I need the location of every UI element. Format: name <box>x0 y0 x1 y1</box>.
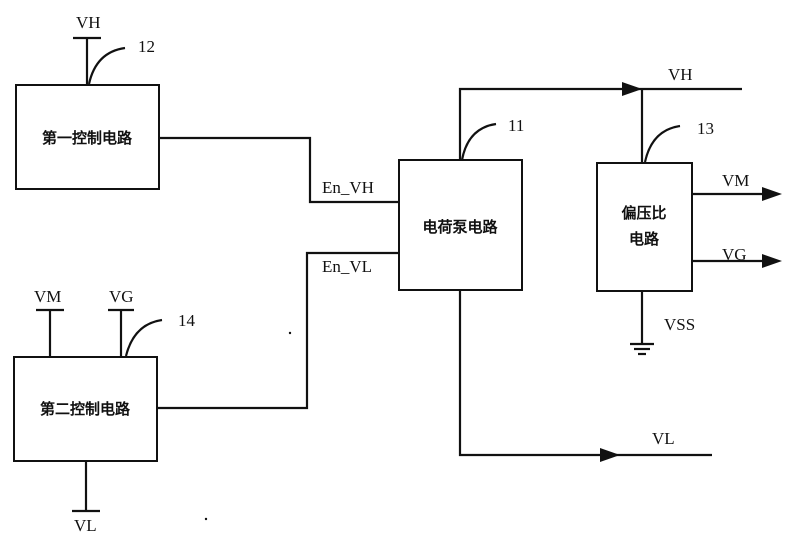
bias-ratio-circuit-block <box>596 162 693 292</box>
vl-output-wire <box>458 290 712 457</box>
vm-output-arrowhead <box>762 187 782 201</box>
speck-dot-1 <box>288 331 292 335</box>
vg-output-arrowhead <box>762 254 782 268</box>
speck-dot-2 <box>204 517 208 521</box>
ref-leader-13 <box>643 124 681 163</box>
vh-output-wire <box>458 87 742 160</box>
vh-output-arrowhead <box>622 82 642 96</box>
first-control-circuit-block <box>15 84 160 190</box>
bias-ratio-circuit-label-line1: 偏压比 <box>621 204 666 222</box>
en-vl-label: En_VL <box>322 257 372 276</box>
second-control-circuit-label: 第二控制电路 <box>40 400 131 418</box>
second-control-circuit-block <box>13 356 158 462</box>
ref-label-12: 12 <box>138 37 155 56</box>
ref-label-11: 11 <box>508 116 524 135</box>
vl-label-left: VL <box>74 516 97 535</box>
vl-output-arrowhead <box>600 448 620 462</box>
vm-label-left: VM <box>34 287 61 306</box>
vg-label-left: VG <box>109 287 134 306</box>
vg-label-right: VG <box>722 245 747 264</box>
ref-leader-14 <box>124 318 163 357</box>
ref-leader-11 <box>460 122 497 161</box>
ground-icon <box>630 342 654 356</box>
vh-label-left: VH <box>76 13 101 32</box>
vh-label-right: VH <box>668 65 693 84</box>
ref-label-13: 13 <box>697 119 714 138</box>
vss-label: VSS <box>664 315 695 334</box>
ref-label-14: 14 <box>178 311 196 330</box>
vm-label-right: VM <box>722 171 749 190</box>
en-vl-wire <box>157 251 399 410</box>
first-control-circuit-label: 第一控制电路 <box>42 129 133 147</box>
bias-ratio-circuit-label-line2: 电路 <box>629 230 660 248</box>
vl-label-right: VL <box>652 429 675 448</box>
en-vh-wire <box>159 136 399 204</box>
charge-pump-circuit-label: 电荷泵电路 <box>422 218 498 236</box>
en-vh-label: En_VH <box>322 178 374 197</box>
ref-leader-12 <box>87 46 126 85</box>
